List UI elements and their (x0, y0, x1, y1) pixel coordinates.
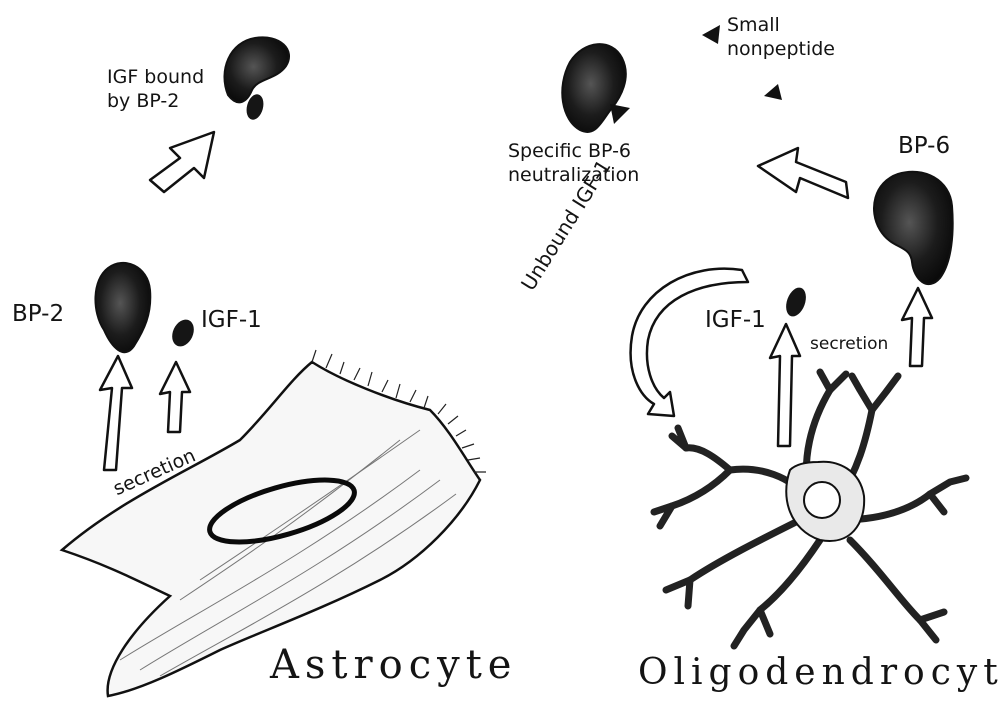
bp2-bound-blob-icon (224, 37, 289, 102)
upward-arrow-bp2-icon (100, 356, 132, 470)
igf1-left-oval-icon (168, 316, 198, 350)
bp6-label: BP-6 (898, 132, 950, 161)
igf1-left-label: IGF-1 (201, 306, 262, 335)
upward-arrow-igf1-left-icon (160, 362, 190, 432)
specific-bp6-label: Specific BP-6 (508, 140, 631, 164)
oligodendrocyte-title: Oligodendrocyte (638, 650, 1001, 695)
diagonal-arrow-right-icon (758, 148, 848, 198)
diagonal-arrow-left-icon (150, 132, 214, 192)
neutralization-label: neutralization (508, 164, 639, 188)
igf1-right-label: IGF-1 (705, 306, 766, 335)
bp2-blob-icon (95, 263, 150, 352)
upward-arrow-bp6-icon (902, 288, 932, 366)
astrocyte-title: Astrocyte (270, 640, 517, 690)
secretion-right-label: secretion (810, 334, 888, 355)
bp6-blob-icon (874, 172, 953, 284)
upward-arrow-igf1-right-icon (770, 324, 800, 446)
bp2-label: BP-2 (12, 300, 64, 329)
igf1-right-oval-icon (782, 285, 809, 319)
oligodendrocyte-body-icon (786, 462, 864, 541)
nonpeptide-triangle-icon (610, 104, 630, 124)
curved-arrow-unbound-icon (631, 269, 748, 416)
igf-bound-label: IGF bound (107, 66, 204, 90)
by-bp2-label: by BP-2 (107, 90, 179, 114)
small-label: Small (727, 14, 780, 38)
nonpeptide-label: nonpeptide (727, 38, 835, 62)
